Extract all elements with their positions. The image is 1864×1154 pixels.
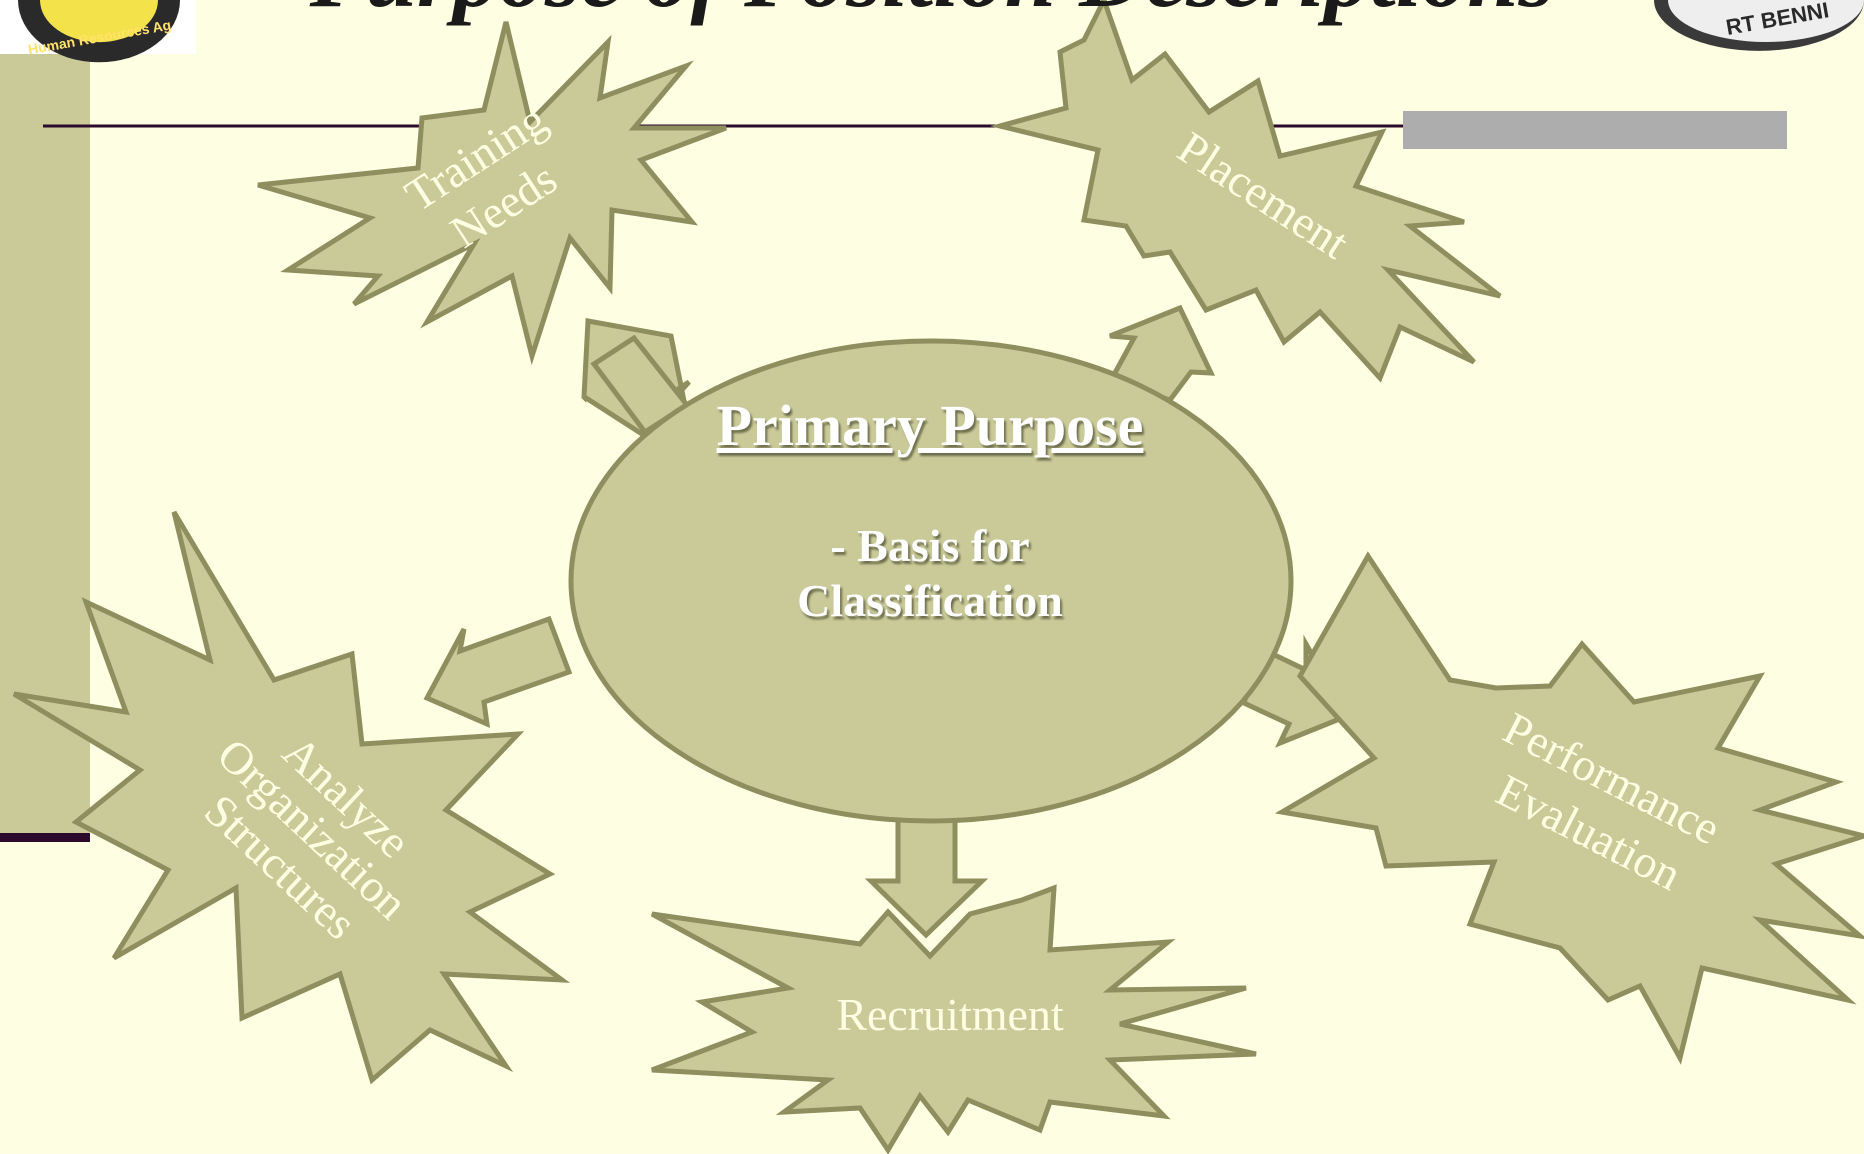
primary-purpose-title: Primary Purpose (716, 393, 1144, 458)
left-band-rule (0, 833, 90, 842)
primary-purpose-subtitle: - Basis for Classification (630, 518, 1230, 628)
left-logo: Human Resources Ag (0, 0, 196, 63)
header-gray-bar (1403, 111, 1787, 149)
right-logo: RT BENNI (1654, 0, 1864, 51)
arrow-to-analyze (423, 615, 573, 729)
arrow-to-placement (1106, 304, 1216, 403)
recruitment-burst (650, 884, 1257, 1154)
training-needs-burst (257, 21, 727, 366)
arrow-to-recruitment (864, 817, 989, 939)
performance-evaluation-burst (1274, 551, 1864, 1065)
slide-title: Purpose of Position Descriptions (0, 0, 1864, 28)
recruitment-label: Recruitment (836, 989, 1064, 1040)
analyze-organization-burst (12, 510, 571, 1085)
subtitle-line2: Classification (797, 575, 1063, 627)
subtitle-line1: - Basis for (830, 520, 1030, 571)
placement-burst (990, 0, 1502, 383)
primary-purpose-ellipse (568, 338, 1294, 824)
